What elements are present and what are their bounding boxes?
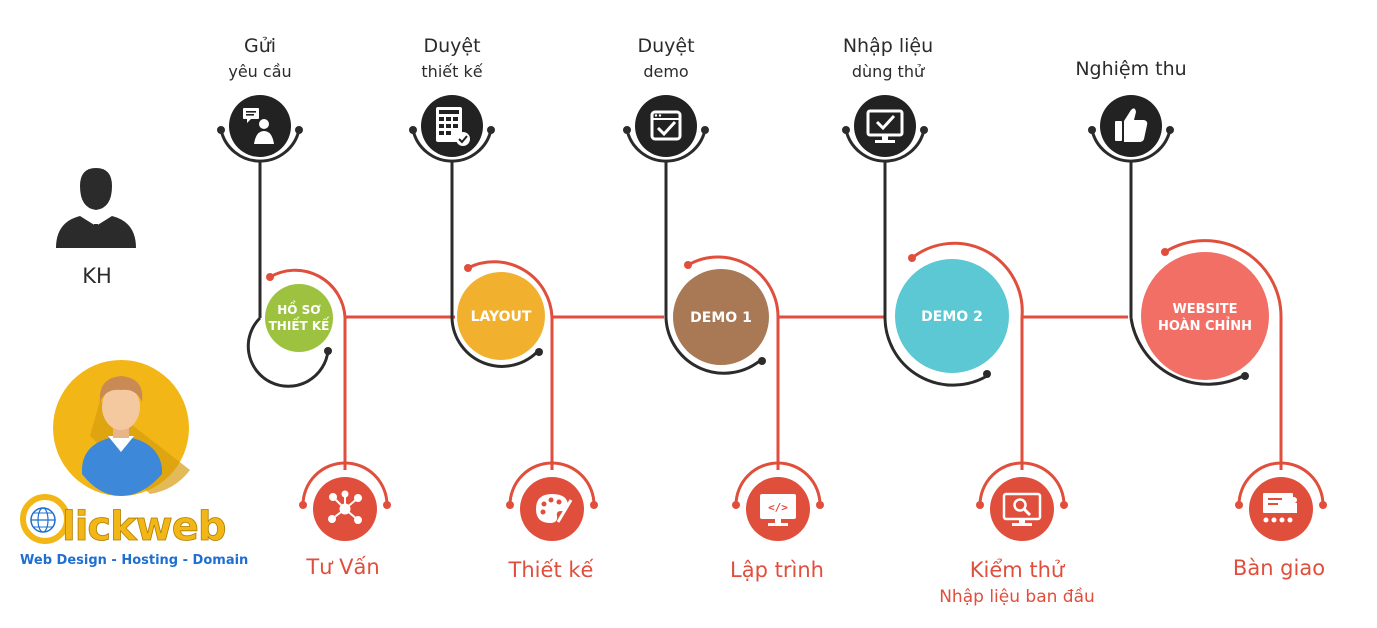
step-label: Duyệt [637, 35, 694, 57]
company-step-testing: Kiểm thử Nhập liệu ban đầu [939, 461, 1095, 607]
step-label: Nhập liệu [843, 35, 933, 57]
code-monitor-icon: </> [760, 494, 796, 526]
company-connectors [343, 317, 1283, 470]
stage-label: HỒ SƠ [277, 300, 321, 317]
company-step-handover: Bàn giao [1233, 461, 1327, 580]
step-label: Tư Vấn [305, 555, 379, 579]
step-label: Gửi [244, 35, 276, 57]
palette-icon [536, 494, 573, 523]
stage-circle [265, 284, 333, 352]
company-step-design: Thiết kế [506, 461, 598, 582]
request-chat-icon [243, 108, 274, 144]
thumbs-up-icon [1115, 108, 1148, 142]
staff-avatar-icon [53, 360, 190, 496]
stage-label: DEMO 2 [921, 309, 983, 325]
stage-circle [457, 272, 545, 360]
customer-connectors [258, 160, 1133, 318]
logo-tagline: Web Design - Hosting - Domain [20, 553, 248, 568]
customer: KH [56, 168, 136, 288]
customer-label: KH [82, 264, 112, 288]
stage-demo1: DEMO 1 [664, 255, 780, 375]
company-step-programming: </> Lập trình [730, 461, 824, 582]
step-label: Duyệt [423, 35, 480, 57]
step-label: Thiết kế [508, 558, 594, 582]
stage-circle [673, 269, 769, 365]
presentation-icon [1263, 493, 1297, 523]
stage-demo2: DEMO 2 [883, 241, 1024, 387]
step-label: Lập trình [730, 558, 824, 582]
customer-step-data-entry: Nhập liệu dùng thử [842, 35, 933, 163]
stage-hoso: HỒ SƠ THIẾT KẾ [246, 268, 347, 388]
step-label: yêu cầu [228, 62, 291, 81]
businessman-icon [56, 168, 136, 248]
step-label: Nghiệm thu [1075, 58, 1186, 80]
step-sublabel: Nhập liệu ban đầu [939, 586, 1095, 607]
step-label: Kiểm thử [970, 558, 1066, 582]
search-monitor-icon [1002, 492, 1042, 526]
stage-label: WEBSITE [1172, 302, 1237, 317]
stage-layout: LAYOUT [450, 260, 554, 368]
step-label: dùng thử [852, 62, 925, 81]
stage-label: THIẾT KẾ [269, 317, 331, 333]
company-step-consult: Tư Vấn [299, 461, 391, 579]
svg-text:</>: </> [768, 501, 788, 514]
customer-step-request: Gửi yêu cầu [217, 35, 303, 163]
step-label: Bàn giao [1233, 556, 1325, 580]
checkbox-icon [650, 110, 682, 141]
step-label: demo [643, 62, 688, 81]
company-logo: lickweb Web Design - Hosting - Domain [20, 494, 248, 568]
stage-circle [895, 259, 1009, 373]
customer-step-acceptance: Nghiệm thu [1075, 58, 1187, 163]
monitor-check-icon [866, 109, 904, 143]
stage-label: LAYOUT [471, 309, 532, 325]
stage-website: WEBSITE HOÀN CHỈNH [1129, 239, 1283, 386]
logo-brand-rest: lickweb [62, 504, 225, 550]
globe-icon [20, 494, 70, 544]
stage-label: HOÀN CHỈNH [1158, 317, 1252, 334]
stage-label: DEMO 1 [690, 310, 752, 326]
customer-step-design: Duyệt thiết kế [409, 35, 495, 163]
network-icon [328, 490, 362, 524]
customer-step-demo: Duyệt demo [623, 35, 709, 163]
step-label: thiết kế [421, 62, 482, 81]
stage-circle [1141, 252, 1269, 380]
design-approval-icon [436, 107, 470, 146]
